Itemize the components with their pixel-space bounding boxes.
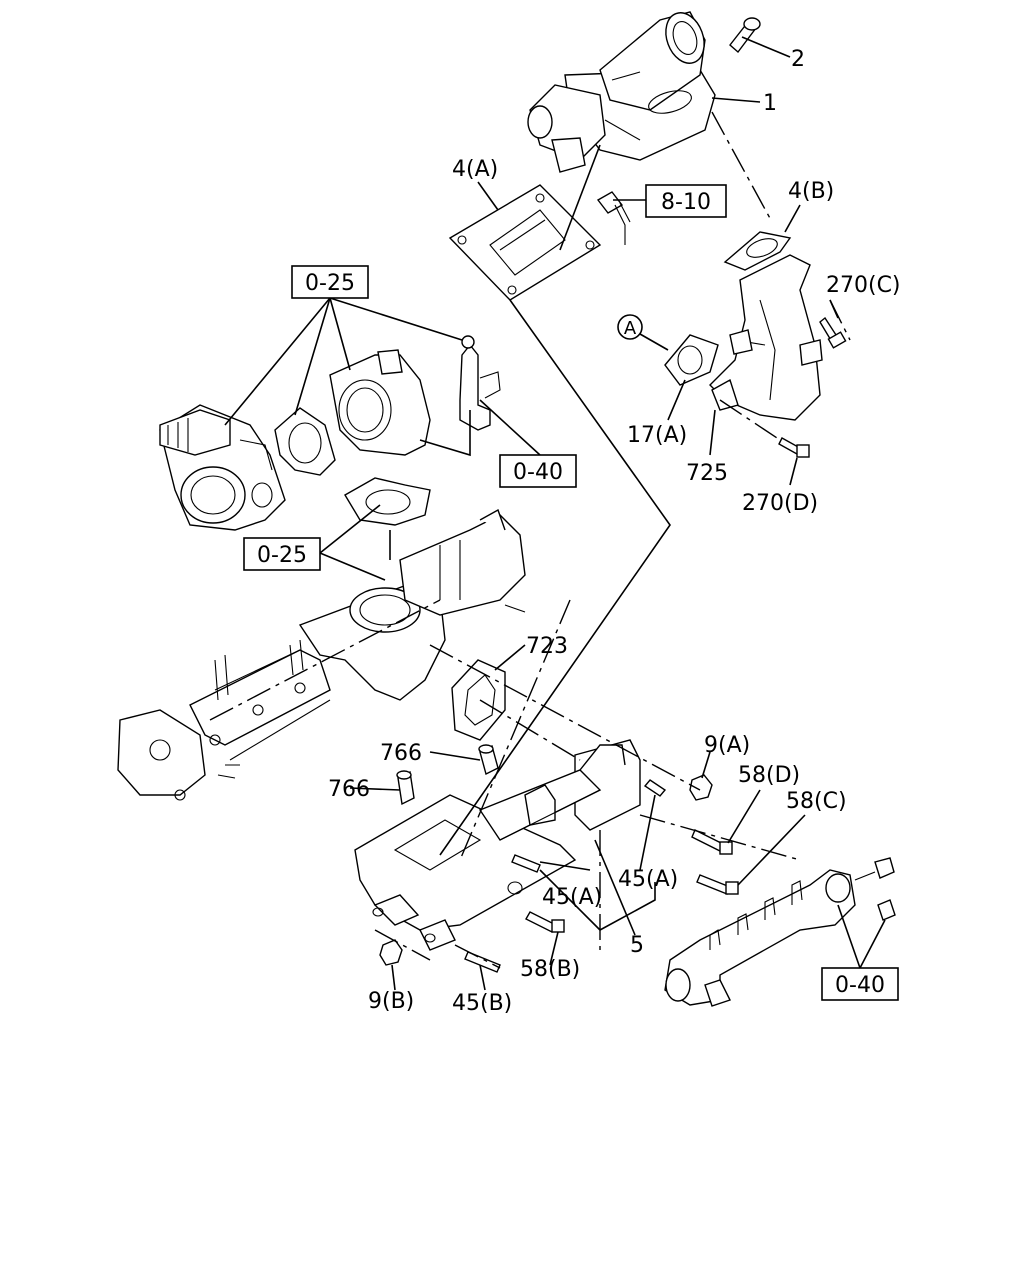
ref-box-0-25-upper: 0-25 bbox=[291, 265, 369, 299]
egr-pipe-725 bbox=[709, 254, 823, 421]
circle-marker-a-label: A bbox=[624, 318, 637, 339]
bolt-58b bbox=[525, 911, 565, 933]
label-part-45a-right: 45(A) bbox=[618, 867, 678, 892]
spacer-766-upper bbox=[478, 744, 499, 776]
label-part-45a-left: 45(A) bbox=[542, 885, 602, 910]
stud-45a-right bbox=[643, 779, 667, 797]
label-part-9a: 9(A) bbox=[704, 733, 750, 758]
ref-0-40-lower-label: 0-40 bbox=[835, 973, 885, 998]
ref-box-0-40-upper: 0-40 bbox=[499, 454, 577, 488]
bolt-part-2 bbox=[729, 17, 761, 54]
bolt-58d bbox=[691, 829, 733, 855]
label-part-766-upper: 766 bbox=[380, 741, 422, 766]
nut-9a bbox=[689, 774, 713, 801]
throttle-adaptor bbox=[329, 349, 431, 456]
bracket bbox=[459, 335, 501, 431]
centerlines bbox=[209, 111, 851, 969]
label-part-4a: 4(A) bbox=[452, 157, 498, 182]
ref-0-40-upper-label: 0-40 bbox=[513, 460, 563, 485]
throttle-gasket bbox=[274, 407, 336, 476]
connector bbox=[596, 191, 631, 245]
label-part-45b: 45(B) bbox=[452, 991, 512, 1016]
ref-box-0-25-lower: 0-25 bbox=[243, 537, 321, 571]
circle-marker-a: A bbox=[617, 314, 643, 340]
fuel-rail bbox=[664, 857, 896, 1007]
stud-45b bbox=[464, 951, 501, 973]
gasket-4b bbox=[723, 231, 792, 271]
ref-box-0-40-lower: 0-40 bbox=[821, 967, 899, 1001]
leader-lines bbox=[224, 36, 886, 991]
label-part-723: 723 bbox=[526, 634, 568, 659]
bolt-270d bbox=[778, 437, 810, 458]
nut-9b bbox=[379, 939, 403, 966]
gasket-intake bbox=[344, 477, 431, 526]
label-part-4b: 4(B) bbox=[788, 179, 834, 204]
egr-valve-part-1 bbox=[527, 11, 716, 173]
label-part-725: 725 bbox=[686, 461, 728, 486]
spacer-766-lower bbox=[396, 770, 415, 806]
label-part-58c: 58(C) bbox=[786, 789, 847, 814]
label-part-58b: 58(B) bbox=[520, 957, 580, 982]
gasket-723 bbox=[451, 659, 506, 741]
egr-adaptor-part-5 bbox=[354, 739, 641, 951]
label-part-17a: 17(A) bbox=[627, 423, 687, 448]
throttle-body bbox=[159, 404, 286, 531]
gasket-4a bbox=[448, 184, 602, 301]
ref-0-25-lower-label: 0-25 bbox=[257, 543, 307, 568]
ref-8-10-label: 8-10 bbox=[661, 190, 711, 215]
gasket-17a bbox=[664, 334, 719, 386]
label-part-9b: 9(B) bbox=[368, 989, 414, 1014]
label-part-766-lower: 766 bbox=[328, 777, 370, 802]
label-part-270d: 270(D) bbox=[742, 491, 818, 516]
label-part-5: 5 bbox=[630, 933, 644, 958]
ref-box-8-10: 8-10 bbox=[645, 184, 727, 218]
bolt-270c bbox=[819, 316, 847, 349]
label-part-1: 1 bbox=[763, 91, 777, 116]
bolt-58c bbox=[696, 874, 739, 895]
stud-45a-left bbox=[511, 854, 541, 873]
label-part-270c: 270(C) bbox=[826, 273, 901, 298]
label-part-58d: 58(D) bbox=[738, 763, 800, 788]
ref-0-25-upper-label: 0-25 bbox=[305, 271, 355, 296]
label-part-2: 2 bbox=[791, 47, 805, 72]
intake-manifold bbox=[117, 508, 526, 801]
